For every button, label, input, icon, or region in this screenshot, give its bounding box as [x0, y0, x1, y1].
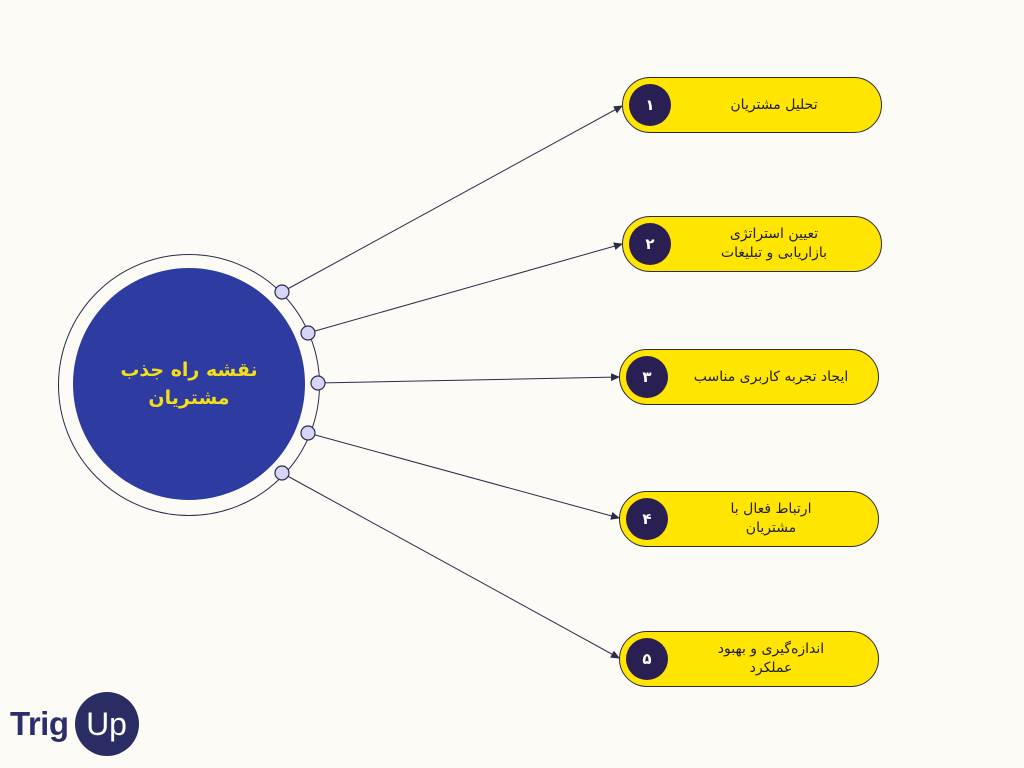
brand-wordmark: Trig	[10, 705, 69, 742]
step-number-badge: ۴	[626, 498, 668, 540]
hub-circle: نقشه راه جذب مشتریان	[73, 268, 305, 500]
step-label: اندازه‌گیری و بهبود عملکرد	[676, 632, 866, 686]
step-label-text: تعیین استراتژی بازاریابی و تبلیغات	[720, 226, 828, 261]
step-number-badge: ۳	[626, 356, 668, 398]
connector-line-3	[317, 373, 620, 384]
step-label: ایجاد تجربه کاربری مناسب	[693, 368, 849, 385]
connector-dot-5	[274, 465, 290, 481]
connector-line-4	[307, 432, 620, 520]
step-label: ارتباط فعال با مشتریان	[676, 492, 866, 546]
step-number-badge: ۲	[629, 223, 671, 265]
step-number-badge: ۵	[626, 638, 668, 680]
step-label: تحلیل مشتریان	[730, 96, 818, 113]
brand-badge: Up	[74, 692, 139, 756]
connector-dot-2	[300, 325, 316, 341]
hub-title: نقشه راه جذب مشتریان	[120, 359, 258, 409]
connector-dot-1	[274, 284, 290, 300]
step-pill-4: ۴ ارتباط فعال با مشتریان	[619, 491, 879, 547]
step-pill-1: ۱ تحلیل مشتریان	[622, 77, 882, 133]
step-number-badge: ۱	[629, 84, 671, 126]
connector-line-2	[307, 242, 623, 334]
connector-line-5	[281, 472, 620, 659]
step-label: تعیین استراتژی بازاریابی و تبلیغات	[679, 217, 869, 271]
step-pill-2: ۲ تعیین استراتژی بازاریابی و تبلیغات	[622, 216, 882, 272]
step-label-text: ارتباط فعال با مشتریان	[730, 501, 812, 536]
step-pill-3: ۳ ایجاد تجربه کاربری مناسب	[619, 349, 879, 405]
connector-line-1	[281, 105, 623, 293]
step-label-text: اندازه‌گیری و بهبود عملکرد	[717, 641, 825, 676]
connector-dot-4	[300, 425, 316, 441]
brand-logo: Trig Up	[10, 692, 139, 756]
step-pill-5: ۵ اندازه‌گیری و بهبود عملکرد	[619, 631, 879, 687]
connector-dot-3	[310, 375, 326, 391]
